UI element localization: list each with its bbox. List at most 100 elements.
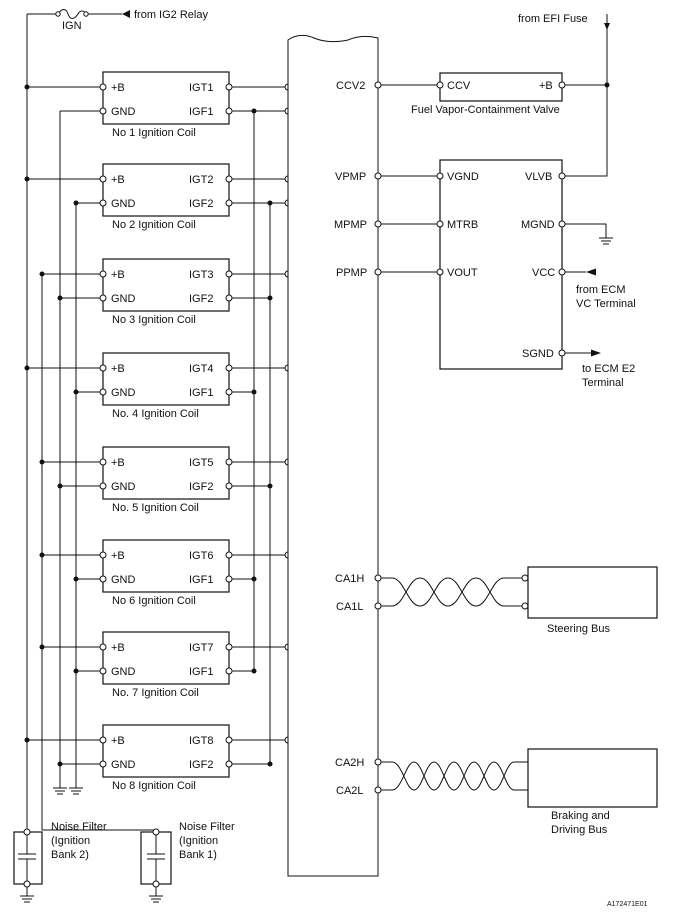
coil-3-pin-igt: IGT3 <box>189 269 213 281</box>
vc-label-1: from ECM <box>576 284 626 296</box>
coil-3-pin-gnd: GND <box>111 293 136 305</box>
braking-bus-name-2: Driving Bus <box>551 824 608 836</box>
filter1-line3: Bank 1) <box>179 849 217 861</box>
steering-bus: CA1H CA1L Steering Bus <box>335 566 658 635</box>
ecm-pin-vpmp: VPMP <box>335 171 366 183</box>
ign-fuse-label: IGN <box>62 20 82 32</box>
coil-2-pin-plus-b: +B <box>111 174 125 186</box>
pump-pin-vlvb: VLVB <box>525 171 552 183</box>
coil-7-name: No. 7 Ignition Coil <box>112 687 199 699</box>
pump-pin-mtrb: MTRB <box>447 219 478 231</box>
pump-pin-mgnd: MGND <box>521 219 555 231</box>
steering-bus-name: Steering Bus <box>547 623 610 635</box>
pump-pin-sgnd: SGND <box>522 348 554 360</box>
coil-6-pin-igf: IGF1 <box>189 574 213 586</box>
coil-4-pin-gnd: GND <box>111 387 136 399</box>
ecm-pin-ccv2: CCV2 <box>336 80 365 92</box>
ign-fuse-supply: IGN from IG2 Relay <box>26 9 208 832</box>
coil-5-pin-gnd: GND <box>111 481 136 493</box>
fuel-vapor-containment-valve: CCV2 CCV +B Fuel Vapor-Containment Valve <box>336 72 610 116</box>
ccv-name: Fuel Vapor-Containment Valve <box>411 104 560 116</box>
coil-8-pin-plus-b: +B <box>111 735 125 747</box>
vc-label-2: VC Terminal <box>576 298 636 310</box>
coil-8-pin-igf: IGF2 <box>189 759 213 771</box>
coil-1-pin-gnd: GND <box>111 106 136 118</box>
ecm-pin-ca1h: CA1H <box>335 573 364 585</box>
ecm-pin-ca1l: CA1L <box>336 601 364 613</box>
left-bus-lines <box>41 111 157 832</box>
braking-twisted-pair <box>391 761 528 791</box>
coil-2-pin-igt: IGT2 <box>189 174 213 186</box>
coil-4-pin-plus-b: +B <box>111 363 125 375</box>
coil-1-name: No 1 Ignition Coil <box>112 127 196 139</box>
coil-8-pin-igt: IGT8 <box>189 735 213 747</box>
ecm-pin-ca2l: CA2L <box>336 785 364 797</box>
coil-4-name: No. 4 Ignition Coil <box>112 408 199 420</box>
fuel-pump-module: VPMP MPMP PPMP VGND MTRB VOUT VLVB MGND … <box>334 159 636 389</box>
coil-1-pin-igt: IGT1 <box>189 82 213 94</box>
coil-2-name: No 2 Ignition Coil <box>112 219 196 231</box>
coil-2-pin-igf: IGF2 <box>189 198 213 210</box>
coil-3-pin-igf: IGF2 <box>189 293 213 305</box>
noise-filter-bank-1: Noise Filter (Ignition Bank 1) <box>140 821 235 903</box>
ecm-pin-ca2h: CA2H <box>335 757 364 769</box>
filter2-line2: (Ignition <box>51 835 90 847</box>
ign-fuse-icon <box>57 9 87 19</box>
steering-twisted-pair <box>391 577 522 607</box>
coil-3-name: No 3 Ignition Coil <box>112 314 196 326</box>
igf-bus-lines <box>253 110 271 762</box>
ccv-pin-plus-b: +B <box>539 80 553 92</box>
coil-4-pin-igt: IGT4 <box>189 363 213 375</box>
efi-fuse-supply: from EFI Fuse <box>518 13 610 177</box>
bus-ground-icons <box>53 787 83 795</box>
coil-6-pin-igt: IGT6 <box>189 550 213 562</box>
coil-5-pin-igf: IGF2 <box>189 481 213 493</box>
efi-fuse-label: from EFI Fuse <box>518 13 588 25</box>
ecm-pin-ppmp: PPMP <box>336 267 367 279</box>
ecm-pin-mpmp: MPMP <box>334 219 367 231</box>
figure-code: A172471E01 <box>607 901 648 908</box>
e2-label-1: to ECM E2 <box>582 363 635 375</box>
e2-label-2: Terminal <box>582 377 624 389</box>
ccv-pin-ccv: CCV <box>447 80 471 92</box>
coil-8-pin-gnd: GND <box>111 759 136 771</box>
filter1-line1: Noise Filter <box>179 821 235 833</box>
braking-driving-bus: CA2H CA2L Braking and Driving Bus <box>335 748 658 836</box>
pump-pin-vout: VOUT <box>447 267 478 279</box>
coil-8-name: No 8 Ignition Coil <box>112 780 196 792</box>
filter2-line3: Bank 2) <box>51 849 89 861</box>
coil-5-pin-plus-b: +B <box>111 457 125 469</box>
coil-4-pin-igf: IGF1 <box>189 387 213 399</box>
coil-6-pin-plus-b: +B <box>111 550 125 562</box>
coil-7-pin-igt: IGT7 <box>189 642 213 654</box>
ecm-body <box>287 34 379 877</box>
coil-1-pin-plus-b: +B <box>111 82 125 94</box>
coil-1-pin-igf: IGF1 <box>189 106 213 118</box>
braking-bus-name-1: Braking and <box>551 810 610 822</box>
coil-6-name: No 6 Ignition Coil <box>112 595 196 607</box>
coil-7-pin-plus-b: +B <box>111 642 125 654</box>
coil-6-pin-gnd: GND <box>111 574 136 586</box>
pump-pin-vcc: VCC <box>532 267 555 279</box>
noise-filter-bank-2: Noise Filter (Ignition Bank 2) <box>13 821 107 903</box>
coil-7-pin-gnd: GND <box>111 666 136 678</box>
coil-7-pin-igf: IGF1 <box>189 666 213 678</box>
coil-5-name: No. 5 Ignition Coil <box>112 502 199 514</box>
filter2-line1: Noise Filter <box>51 821 107 833</box>
coil-3-pin-plus-b: +B <box>111 269 125 281</box>
coil-2-pin-gnd: GND <box>111 198 136 210</box>
ig2-relay-label: from IG2 Relay <box>134 9 208 21</box>
filter1-line2: (Ignition <box>179 835 218 847</box>
pump-pin-vgnd: VGND <box>447 171 479 183</box>
mgnd-ground-icon <box>599 237 613 245</box>
